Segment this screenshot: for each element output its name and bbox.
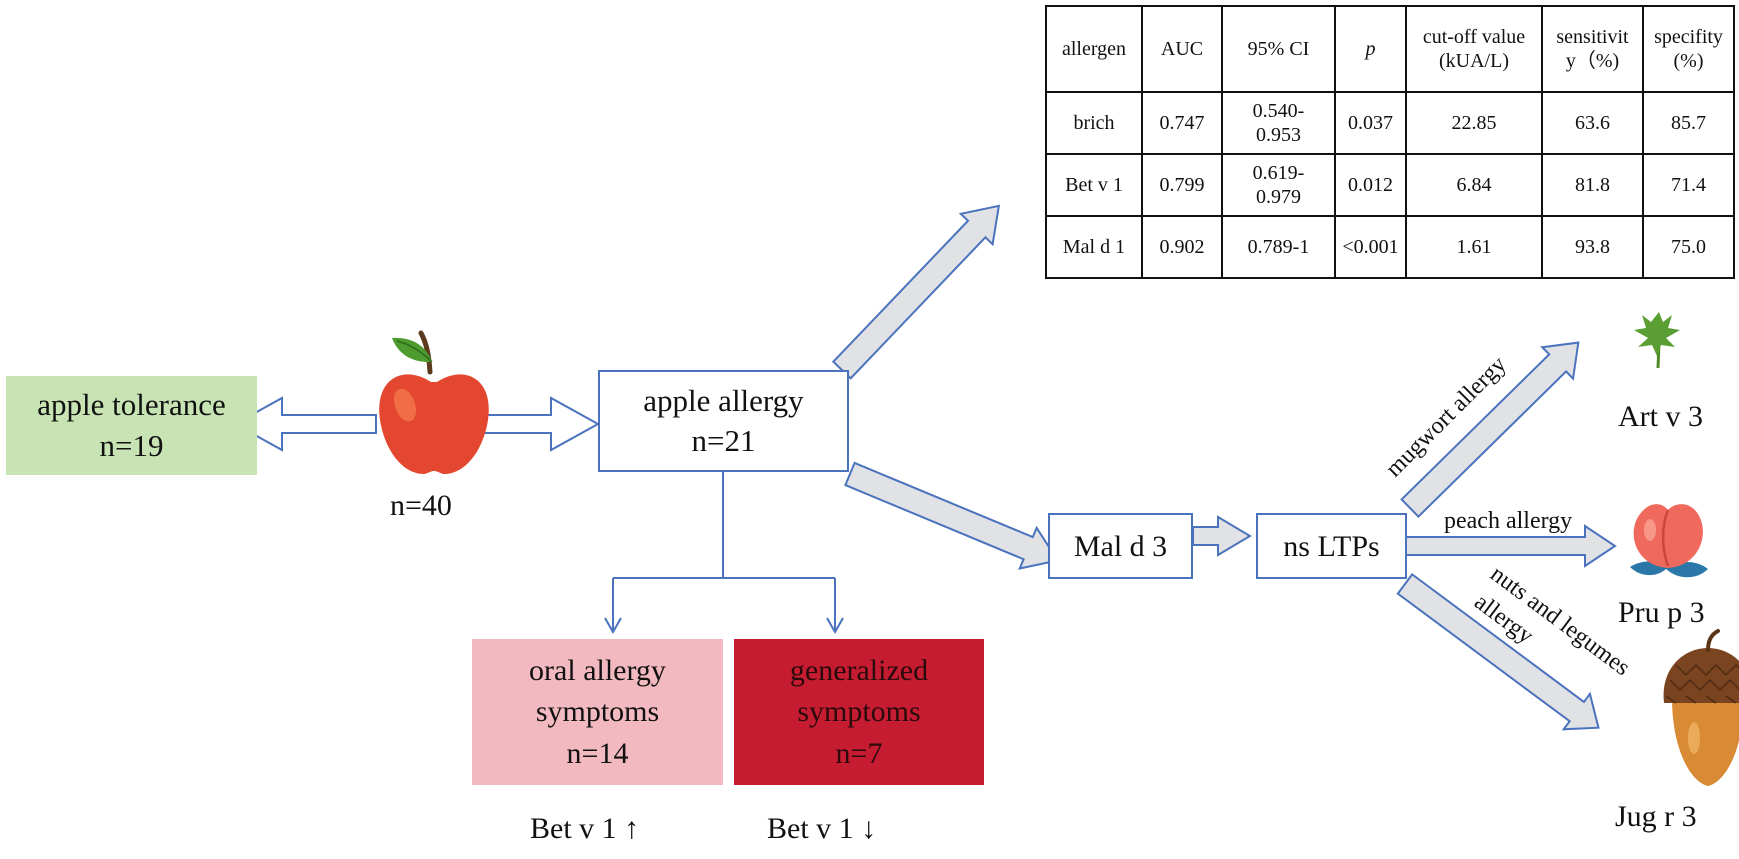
mald3-box: Mal d 3 [1048,513,1193,579]
table-cell: 0.747 [1141,91,1223,155]
ns-ltps-label: ns LTPs [1283,529,1380,563]
table-cell: 0.037 [1334,91,1407,155]
arrow-to-allergy [479,396,601,452]
table-cell: 1.61 [1405,215,1543,279]
apple-tolerance-box: apple tolerance n=19 [6,376,257,475]
table-cell: 71.4 [1642,153,1735,217]
oral-symptoms-box: oral allergy symptoms n=14 [472,639,723,785]
table-cell: 81.8 [1541,153,1644,217]
oral-symptoms-line2: symptoms [535,695,660,729]
table-cell: 93.8 [1541,215,1644,279]
generalized-symptoms-count: n=7 [835,736,883,770]
apple-allergy-label: apple allergy [643,382,804,418]
apple-allergy-box: apple allergy n=21 [598,370,849,472]
apple-tolerance-count: n=19 [99,427,164,463]
arrow-mald3-to-ltp [1192,515,1252,557]
table-header-cell: allergen [1045,5,1143,93]
oral-symptoms-count: n=14 [566,736,629,770]
apple-allergy-count: n=21 [691,423,756,458]
table-header-cell: AUC [1141,5,1223,93]
acorn-icon [1663,629,1739,786]
generalized-symptoms-line2: symptoms [797,695,921,729]
arrow-to-pru [1405,524,1617,568]
table-cell: 0.619- 0.979 [1221,153,1336,217]
apple-tolerance-label: apple tolerance [37,387,226,423]
oral-bet-v1-label: Bet v 1 ↑ [530,812,640,845]
table-cell: Bet v 1 [1045,153,1143,217]
table-cell: brich [1045,91,1143,155]
table-cell: 75.0 [1642,215,1735,279]
ns-ltps-box: ns LTPs [1256,513,1407,579]
table-cell: 6.84 [1405,153,1543,217]
table-cell: 0.902 [1141,215,1223,279]
arrow-to-art [1400,341,1580,518]
generalized-symptoms-line1: generalized [789,654,929,688]
table-cell: 0.012 [1334,153,1407,217]
table-cell: 85.7 [1642,91,1735,155]
thick-arrows [831,204,1617,731]
apple-count: n=40 [390,489,452,522]
table-cell: Mal d 1 [1045,215,1143,279]
peach-icon [1630,504,1708,578]
mald3-label: Mal d 3 [1073,529,1168,563]
symptom-branch-lines [604,472,844,635]
table-cell: 0.540- 0.953 [1221,91,1336,155]
table-header-cell: specifity (%) [1642,5,1735,93]
generalized-bet-v1-label: Bet v 1 ↓ [767,812,877,845]
generalized-symptoms-box: generalized symptoms n=7 [734,639,984,785]
pru-p3-label: Pru p 3 [1618,596,1705,629]
arrow-to-mald3 [844,461,1060,570]
table-header-cell: p [1334,5,1407,93]
oral-symptoms-line1: oral allergy [529,654,666,688]
art-v3-label: Art v 3 [1618,400,1703,433]
jug-r3-label: Jug r 3 [1615,800,1697,833]
peach-branch-label: peach allergy [1444,508,1572,534]
arrow-to-table [831,204,1001,380]
apple-icon [379,330,489,475]
table-cell: 22.85 [1405,91,1543,155]
table-header-cell: sensitivit y（%) [1541,5,1644,93]
mugwort-leaf-icon [1634,312,1680,369]
table-cell: <0.001 [1334,215,1407,279]
table-header-cell: 95% CI [1221,5,1336,93]
table-cell: 0.789-1 [1221,215,1336,279]
arrow-to-tolerance [232,396,377,452]
table-header-cell: cut-off value (kUA/L) [1405,5,1543,93]
table-cell: 63.6 [1541,91,1644,155]
table-cell: 0.799 [1141,153,1223,217]
arrow-to-jug [1396,572,1600,731]
